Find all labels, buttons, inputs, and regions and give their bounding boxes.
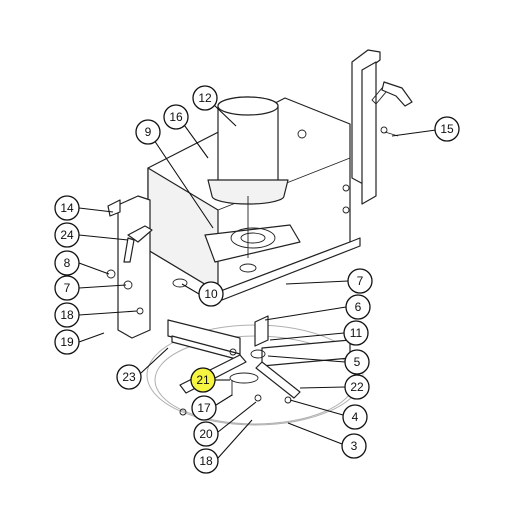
callout-24: 24 (54, 222, 80, 248)
callout-18-bottom: 18 (193, 448, 219, 474)
callout-7-right: 7 (347, 268, 373, 294)
svg-text:7: 7 (64, 281, 71, 295)
callout-21-highlighted: 21 (190, 367, 216, 393)
svg-text:15: 15 (440, 122, 454, 136)
svg-text:4: 4 (352, 410, 359, 424)
callout-10: 10 (198, 281, 224, 307)
motor (207, 96, 289, 258)
callout-19: 19 (54, 329, 80, 355)
callout-5: 5 (344, 349, 370, 375)
callout-7-left: 7 (54, 275, 80, 301)
svg-text:6: 6 (355, 300, 362, 314)
callout-3: 3 (341, 433, 367, 459)
callout-23: 23 (116, 364, 142, 390)
callout-17: 17 (191, 395, 217, 421)
callout-11: 11 (343, 320, 369, 346)
svg-text:20: 20 (199, 427, 213, 441)
svg-text:10: 10 (204, 287, 218, 301)
svg-text:19: 19 (60, 335, 74, 349)
callout-6: 6 (345, 294, 371, 320)
svg-text:24: 24 (60, 228, 74, 242)
right-mounting-bracket (351, 49, 413, 205)
callout-8: 8 (54, 250, 80, 276)
leader-lines (78, 103, 437, 459)
svg-text:18: 18 (60, 308, 74, 322)
callout-15: 15 (434, 116, 460, 142)
callout-20: 20 (193, 421, 219, 447)
svg-text:9: 9 (145, 125, 152, 139)
callout-16: 16 (163, 104, 189, 130)
svg-text:3: 3 (351, 439, 358, 453)
callout-22: 22 (344, 374, 370, 400)
svg-text:5: 5 (354, 355, 361, 369)
callout-12: 12 (192, 85, 218, 111)
callout-14: 14 (54, 195, 80, 221)
svg-text:22: 22 (350, 380, 364, 394)
svg-text:17: 17 (197, 401, 211, 415)
svg-text:18: 18 (199, 454, 213, 468)
svg-text:12: 12 (198, 91, 212, 105)
callout-9: 9 (135, 119, 161, 145)
left-mounting-bracket (106, 195, 153, 339)
svg-text:7: 7 (357, 274, 364, 288)
svg-text:11: 11 (350, 326, 363, 340)
svg-text:8: 8 (64, 256, 71, 270)
svg-text:23: 23 (122, 370, 136, 384)
svg-text:14: 14 (60, 201, 74, 215)
svg-text:16: 16 (169, 110, 183, 124)
svg-text:21: 21 (196, 373, 210, 387)
callout-18-left: 18 (54, 302, 80, 328)
callout-4: 4 (342, 404, 368, 430)
